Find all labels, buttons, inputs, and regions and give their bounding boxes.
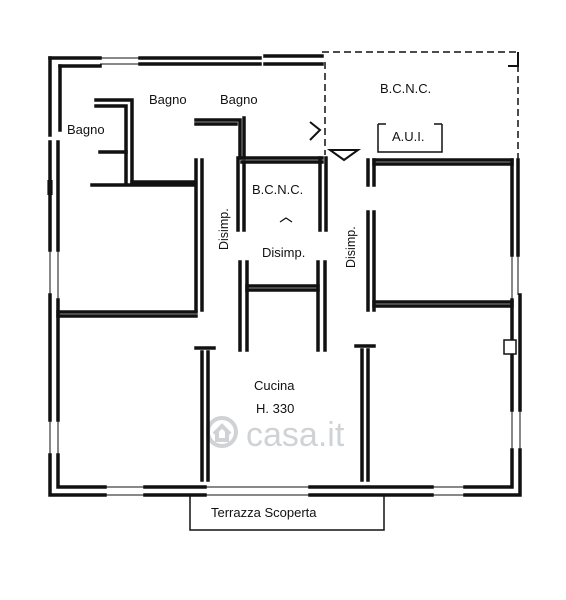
room-label-aui: A.U.I. [392, 129, 425, 144]
wall-segment [463, 448, 522, 497]
aui-box [377, 123, 443, 153]
wall-segment [48, 453, 107, 497]
wall-segment [194, 118, 242, 160]
room-label-disimp-center: Disimp. [262, 245, 305, 260]
radiator-icon [503, 339, 517, 355]
window [205, 486, 310, 496]
dashed-outline [322, 51, 519, 160]
room-label-disimp-right: Disimp. [344, 226, 358, 268]
room-label-bcnc-top: B.C.N.C. [380, 81, 431, 96]
interior-walls [56, 98, 514, 482]
window [511, 410, 521, 450]
door-arrow-icon [326, 149, 362, 162]
window [105, 486, 145, 496]
room-label-cucina: Cucina [254, 378, 295, 393]
window [511, 255, 519, 300]
door-swing-icon [309, 121, 322, 141]
watermark-logo-icon [206, 416, 238, 448]
window [49, 250, 59, 300]
room-label-disimp-left: Disimp. [217, 208, 231, 250]
room-label-cucina-height: H. 330 [256, 401, 294, 416]
terrace-label: Terrazza Scoperta [211, 505, 317, 520]
step-mark-icon [279, 217, 293, 223]
room-label-bagno-mid: Bagno [149, 92, 187, 107]
room-label-bagno-left: Bagno [67, 122, 105, 137]
windows [49, 57, 521, 496]
corner-mark [508, 52, 519, 67]
window [49, 420, 59, 455]
window [432, 486, 465, 496]
wall-segment [463, 448, 514, 489]
outer-walls [48, 54, 522, 497]
aui-box-outline [377, 124, 443, 153]
watermark-text: casa.it [246, 416, 345, 454]
wall-segment [94, 104, 128, 184]
window-mark [47, 180, 53, 195]
room-label-bagno-right: Bagno [220, 92, 258, 107]
terrace-outline [189, 496, 385, 531]
dashed-line [322, 51, 519, 160]
room-label-bcnc-center: B.C.N.C. [252, 182, 303, 197]
window [100, 57, 140, 65]
terrace: Terrazza Scoperta [189, 496, 385, 531]
watermark: casa.it [206, 416, 345, 454]
wall-segment [94, 98, 134, 184]
wall-segment [56, 453, 107, 489]
